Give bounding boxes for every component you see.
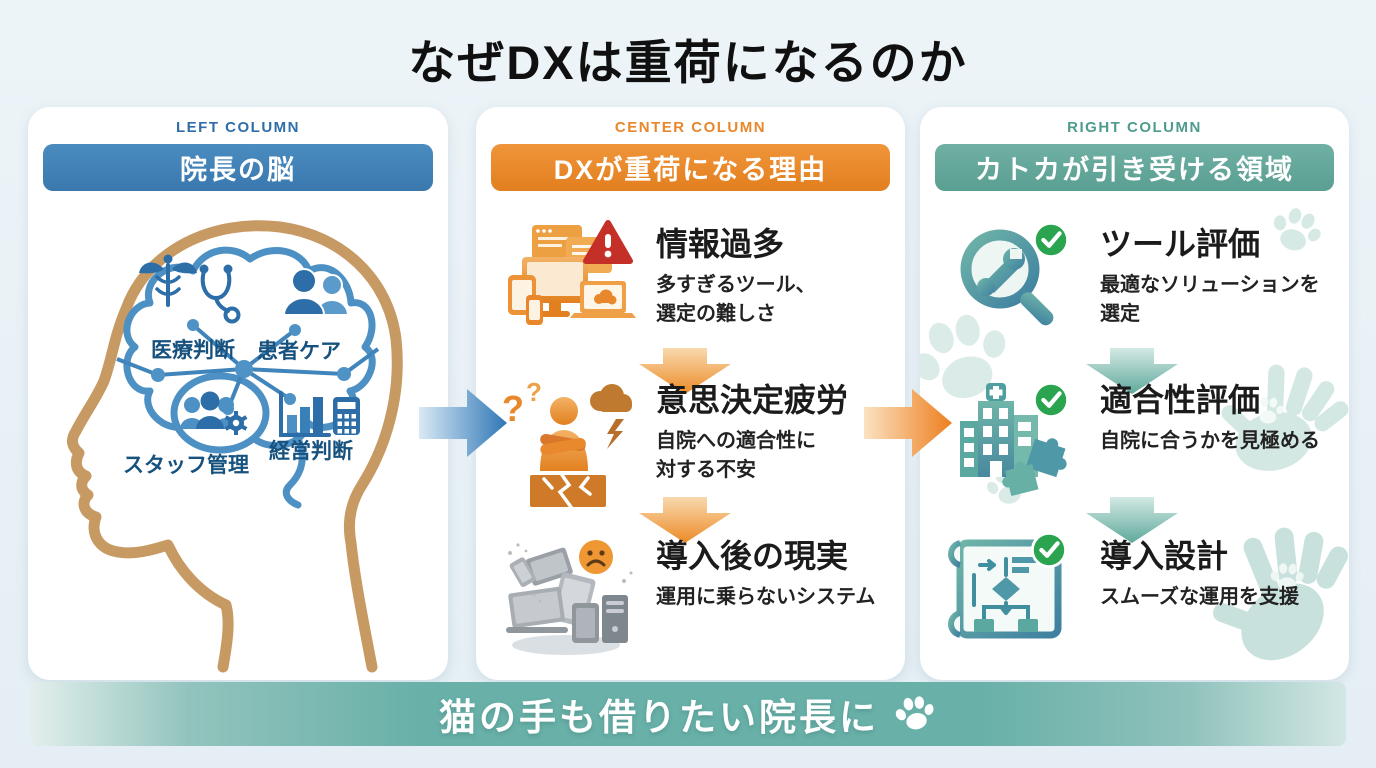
center-item-desc: 多すぎるツール、 選定の難しさ	[656, 273, 816, 325]
caduceus-icon	[139, 254, 197, 307]
brain-network-nodes	[151, 319, 351, 415]
center-column-card: CENTER COLUMN DXが重荷になる理由	[476, 107, 905, 680]
center-item-decision-fatigue: ? ? 意思決定疲労 自院への適合性に 対する不安	[500, 375, 882, 513]
brain-label-staff: スタッフ管理	[123, 454, 249, 477]
page-title: なぜDXは重荷になるのか	[408, 36, 968, 89]
center-item-title: 意思決定疲労	[656, 382, 849, 418]
down-arrow-icon	[639, 497, 731, 543]
brain-label-management: 経営判断	[269, 440, 353, 463]
right-item-title: 導入設計	[1100, 538, 1229, 574]
svg-text:?: ?	[526, 377, 542, 407]
center-item-post-implementation: 導入後の現実 運用に乗らないシステム	[500, 531, 882, 661]
paw-icon	[893, 692, 937, 736]
right-item-desc: スムーズな運用を支援	[1100, 585, 1299, 608]
right-column-header: カトカが引き受ける領域	[935, 144, 1334, 191]
right-item-implementation-design: 導入設計 スムーズな運用を支援	[944, 531, 1326, 657]
right-item-desc: 自院に合うかを見極める	[1100, 429, 1320, 452]
blueprint-flowchart-icon	[948, 531, 1084, 639]
center-item-title: 導入後の現実	[656, 538, 849, 574]
right-arrow-icon	[864, 389, 952, 457]
down-arrow-icon	[1086, 497, 1178, 543]
director-brain-illustration: 医療判断 患者ケア スタッフ管理 経営判断	[28, 197, 448, 680]
hospital-puzzle-icon	[960, 375, 1084, 497]
left-column-header: 院長の脳	[43, 144, 433, 191]
right-column-eyebrow: RIGHT COLUMN	[1067, 119, 1202, 136]
left-column-card: LEFT COLUMN 院長の脳	[28, 107, 448, 680]
chart-calculator-icon	[279, 391, 360, 437]
svg-text:?: ?	[502, 388, 524, 429]
center-item-information-overload: 情報過多 多すぎるツール、 選定の難しさ	[500, 219, 882, 347]
stressed-person-icon: ? ?	[502, 377, 632, 509]
stethoscope-icon	[199, 264, 241, 324]
right-column-card: RIGHT COLUMN カトカが引き受ける領域 ツール評価 最適なソリューショ…	[920, 107, 1349, 680]
center-item-desc: 自院への適合性に 対する不安	[656, 429, 816, 481]
device-overload-icon	[508, 220, 636, 325]
down-arrow-icon	[639, 348, 731, 394]
head-profile-brain-icon	[66, 220, 403, 673]
bottom-banner: 猫の手も借りたい院長に	[30, 682, 1346, 746]
center-item-desc: 運用に乗らないシステム	[656, 585, 876, 608]
brain-label-medical: 医療判断	[151, 339, 235, 362]
right-arrow-icon	[419, 389, 507, 457]
right-item-fit-evaluation: 適合性評価 自院に合うかを見極める	[944, 375, 1326, 505]
right-item-title: ツール評価	[1100, 226, 1261, 262]
right-item-tool-evaluation: ツール評価 最適なソリューションを 選定	[944, 219, 1326, 347]
left-column-eyebrow: LEFT COLUMN	[176, 119, 300, 136]
staff-gear-icon	[180, 391, 248, 435]
center-column-header: DXが重荷になる理由	[491, 144, 890, 191]
banner-text: 猫の手も借りたい院長に	[439, 697, 879, 738]
brain-label-patient: 患者ケア	[257, 340, 341, 363]
magnifier-wrench-icon	[960, 219, 1084, 326]
right-item-desc: 最適なソリューションを 選定	[1100, 273, 1320, 325]
center-column-eyebrow: CENTER COLUMN	[614, 119, 767, 136]
right-item-title: 適合性評価	[1100, 382, 1261, 418]
down-arrow-icon	[1086, 348, 1178, 394]
patients-icon	[282, 268, 350, 316]
center-item-title: 情報過多	[656, 226, 785, 262]
abandoned-devices-icon	[506, 540, 633, 655]
